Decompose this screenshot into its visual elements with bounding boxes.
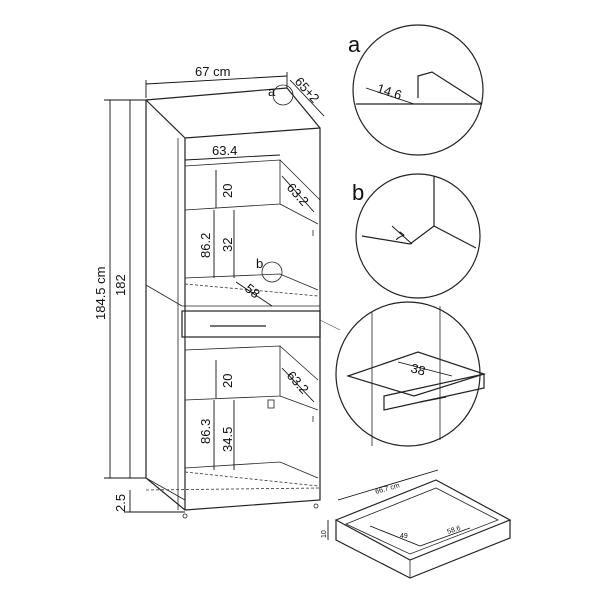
lower-shelf [184, 461, 319, 479]
base-dash [145, 487, 321, 491]
tray-width-label: 66.7 cm [375, 482, 401, 496]
detail-a-rail [417, 71, 483, 105]
connector-line [319, 319, 341, 331]
detail-drawer-dim [397, 361, 453, 377]
label-bottom-niche: 86.3 [198, 419, 213, 444]
dim-depth [289, 79, 325, 117]
tray-inner-width-label: 58.6 [446, 525, 461, 536]
upper-depth-line-2 [279, 203, 319, 225]
upper-inner-back [184, 159, 281, 211]
detail-b-zoom-circle [355, 173, 481, 299]
detail-b-circle [261, 261, 283, 283]
label-bottom-shelf: 34.5 [220, 427, 235, 452]
label-depth: 65+2 [292, 74, 323, 106]
label-top-gap: 20 [220, 184, 235, 198]
foot [313, 503, 319, 509]
lower-depth-line [279, 345, 319, 381]
detail-b-floor [361, 225, 435, 245]
detail-drawer-zoom-circle [335, 301, 481, 447]
label-height-total: 184.5 cm [93, 267, 108, 320]
lower-shelf-dash [184, 471, 319, 487]
dim-width [145, 75, 288, 85]
detail-drawer-value: 38 [409, 360, 427, 378]
tray-height-label: 10 [321, 530, 328, 538]
tray-depth-label: 49 [400, 533, 408, 540]
dimensions [104, 72, 325, 513]
drawer-front [181, 310, 321, 338]
tray-dim-depth [369, 525, 421, 547]
dim-bottom-depth [281, 367, 315, 403]
detail-b-letter: b [352, 180, 364, 205]
hinge-block [267, 399, 275, 409]
detail-b: b 7 [352, 173, 481, 299]
detail-drawer: 38 [319, 301, 486, 447]
label-b-marker: b [256, 256, 263, 271]
foot [182, 513, 188, 519]
label-height-feet: 2.5 [113, 494, 128, 512]
cabinet-top-front [184, 127, 321, 139]
detail-a-letter: a [348, 32, 361, 57]
label-height-body: 182 [113, 274, 128, 296]
label-a-marker: a [268, 84, 276, 99]
detail-a-circle [272, 84, 294, 106]
detail-drawer-front [383, 373, 485, 411]
tray-dim-width [337, 469, 439, 501]
lower-inner-back [184, 345, 281, 401]
base-line [145, 477, 186, 501]
dim-inner-width [184, 154, 281, 161]
upper-shelf [184, 273, 319, 291]
tray-inner [344, 487, 499, 555]
label-width: 67 cm [195, 64, 230, 79]
dim-top-depth [281, 175, 315, 213]
upper-shelf-dash [184, 283, 319, 297]
detail-a-value: 14.6 [375, 81, 404, 103]
dim-shelf-depth [235, 281, 273, 307]
middle-divider [145, 284, 183, 307]
detail-tray: 66.7 cm 10 49 58.6 [321, 469, 512, 579]
detail-drawer-handle [419, 396, 447, 403]
lower-depth-line-2 [279, 395, 319, 411]
label-inner-width: 63.4 [212, 143, 237, 158]
cabinet [145, 87, 321, 519]
label-top-shelf: 32 [220, 238, 235, 252]
label-top-niche: 86.2 [198, 233, 213, 258]
tray-dim-inner-width [419, 527, 471, 547]
cabinet-top-edge [145, 99, 186, 139]
label-bottom-depth: 63.2 [284, 368, 312, 397]
label-bottom-gap: 20 [220, 374, 235, 388]
detail-a-dim [365, 87, 415, 105]
detail-a: a 14.6 [348, 24, 484, 156]
detail-b-dim [391, 225, 413, 245]
upper-depth-line [279, 159, 321, 201]
